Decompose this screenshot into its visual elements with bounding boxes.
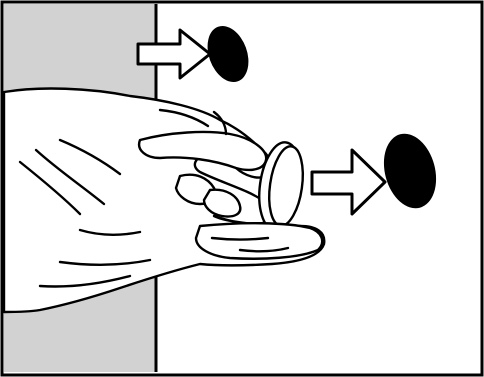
adhesive-pad-icon-bottom — [383, 133, 437, 209]
arrow-right-icon-bottom — [310, 148, 387, 216]
hand-holding-pad-icon — [2, 87, 326, 314]
arrow-right-icon-top — [136, 28, 212, 80]
adhesive-pad-icon-top — [207, 25, 249, 83]
